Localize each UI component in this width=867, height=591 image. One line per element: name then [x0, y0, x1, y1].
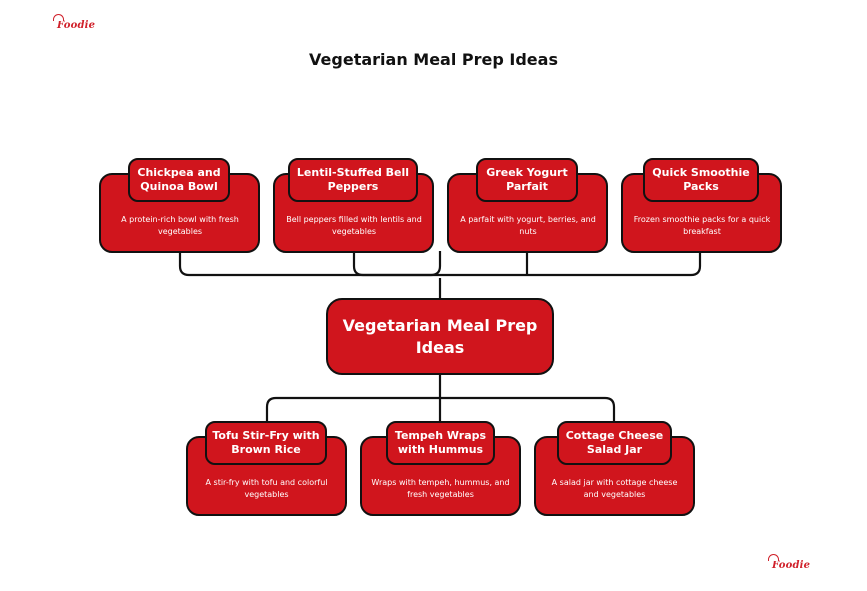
chef-hat-icon [53, 14, 64, 21]
idea-title-tofu-stir-fry: Tofu Stir-Fry with Brown Rice [205, 421, 327, 465]
brand-logo-footer: Foodie [768, 554, 811, 571]
idea-title-tempeh-wraps: Tempeh Wraps with Hummus [386, 421, 495, 465]
idea-card-yogurt-parfait[interactable] [447, 173, 608, 253]
idea-desc-lentil-peppers: Bell peppers filled with lentils and veg… [286, 215, 422, 236]
idea-desc-yogurt-parfait: A parfait with yogurt, berries, and nuts [460, 215, 596, 236]
idea-title-yogurt-parfait: Greek Yogurt Parfait [476, 158, 578, 202]
central-topic-node[interactable]: Vegetarian Meal Prep Ideas [326, 298, 554, 375]
idea-desc-tempeh-wraps: Wraps with tempeh, hummus, and fresh veg… [371, 478, 510, 499]
brand-logo-text: Foodie [772, 560, 811, 571]
idea-desc-tofu-stir-fry: A stir-fry with tofu and colorful vegeta… [205, 478, 328, 499]
idea-desc-chickpea-quinoa: A protein-rich bowl with fresh vegetable… [121, 215, 239, 236]
idea-desc-smoothie-packs: Frozen smoothie packs for a quick breakf… [633, 215, 771, 236]
idea-title-lentil-peppers: Lentil-Stuffed Bell Peppers [288, 158, 418, 202]
idea-title-cottage-cheese: Cottage Cheese Salad Jar [557, 421, 672, 465]
chef-hat-icon [768, 554, 779, 561]
page-title: Vegetarian Meal Prep Ideas [309, 50, 558, 69]
connector-bottom [265, 396, 616, 433]
brand-logo: Foodie [53, 14, 96, 31]
idea-desc-cottage-cheese: A salad jar with cottage cheese and vege… [551, 478, 678, 499]
idea-title-smoothie-packs: Quick Smoothie Packs [643, 158, 759, 202]
idea-title-chickpea-quinoa: Chickpea and Quinoa Bowl [128, 158, 230, 202]
connector-top-left [178, 251, 442, 277]
brand-logo-text: Foodie [57, 20, 96, 31]
